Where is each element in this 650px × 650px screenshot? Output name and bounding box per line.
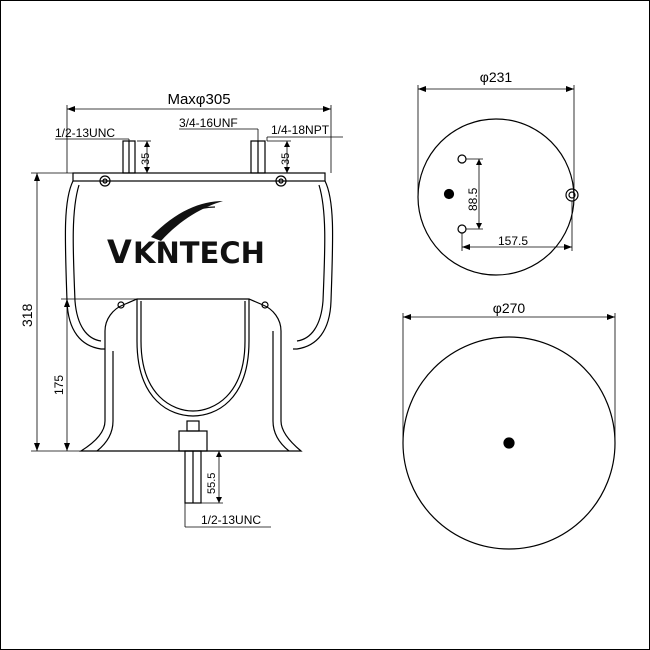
base-dimensions bbox=[402, 313, 616, 443]
bellows-left-inner bbox=[72, 184, 102, 342]
hole-horizontal-spacing-label: 157.5 bbox=[498, 234, 528, 248]
brand-logo: V KNTECH bbox=[107, 201, 265, 271]
base-center-stud bbox=[503, 437, 515, 449]
top-hole-upper bbox=[457, 154, 467, 164]
top-hole-lower bbox=[457, 224, 467, 234]
logo-swoosh-line bbox=[160, 206, 216, 230]
bottom-fitting-neck bbox=[186, 420, 200, 432]
dimension-arrows bbox=[34, 86, 615, 503]
logo-text: KNTECH bbox=[133, 236, 265, 270]
top-plate-diameter-label: φ231 bbox=[480, 69, 513, 85]
bellows-left-contour bbox=[64, 180, 105, 350]
stud-height-right-label: 35 bbox=[280, 153, 292, 165]
bellows-right-inner bbox=[296, 184, 326, 342]
bottom-thread-label: 1/2-13UNC bbox=[201, 513, 261, 527]
top-plate-view bbox=[417, 118, 579, 276]
hole-vertical-spacing-label: 88.5 bbox=[466, 187, 480, 211]
top-bolt-left bbox=[99, 175, 111, 187]
bellows-right-contour bbox=[293, 180, 334, 350]
top-bolt-left-core bbox=[102, 178, 108, 184]
logo-swoosh bbox=[151, 201, 223, 241]
top-center-thread-label: 3/4-16UNF bbox=[179, 116, 238, 130]
piston-right-wall bbox=[272, 331, 290, 452]
piston-height-label: 175 bbox=[52, 375, 66, 395]
top-plate-dimensions bbox=[417, 85, 575, 251]
top-hole-center-filled bbox=[443, 188, 455, 200]
top-right-thread-label: 1/4-18NPT bbox=[271, 123, 330, 137]
piston-cup-inner bbox=[140, 301, 246, 412]
piston-bolt-right bbox=[261, 301, 269, 309]
top-bolt-right-core bbox=[278, 178, 284, 184]
base-diameter-label: φ270 bbox=[493, 300, 526, 316]
piston-left-wall bbox=[96, 351, 114, 452]
bottom-stud-length-label: 55.5 bbox=[206, 473, 218, 494]
logo-letter-v: V bbox=[107, 233, 132, 271]
air-spring-side-view bbox=[64, 140, 334, 504]
piston-cup bbox=[136, 299, 250, 417]
piston-outer bbox=[78, 298, 303, 452]
top-bead-plate bbox=[72, 172, 326, 182]
top-port-inner bbox=[568, 191, 576, 199]
top-plate-outline bbox=[417, 118, 575, 276]
bottom-fitting bbox=[178, 430, 208, 452]
base-view bbox=[402, 336, 616, 550]
max-diameter-label: Maxφ305 bbox=[167, 91, 230, 108]
stud-height-left-label: 35 bbox=[140, 153, 152, 165]
overall-height-label: 318 bbox=[19, 303, 35, 327]
piston-bolt-left bbox=[117, 301, 125, 309]
top-port-outer bbox=[565, 188, 579, 202]
top-bolt-right bbox=[275, 175, 287, 187]
top-left-thread-label: 1/2-13UNC bbox=[55, 126, 115, 140]
